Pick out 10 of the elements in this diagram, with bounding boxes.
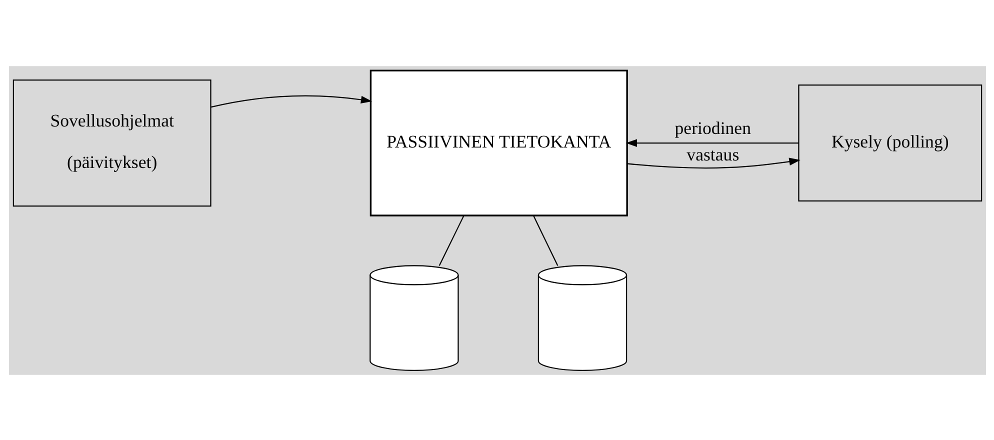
connector xyxy=(532,215,558,266)
arrow xyxy=(210,94,372,108)
arrow xyxy=(625,138,798,146)
arrow xyxy=(626,157,800,168)
node-box: Kysely (polling) xyxy=(798,84,982,202)
connector xyxy=(438,215,464,266)
edge-label: vastaus xyxy=(686,144,739,164)
node-box: Sovellusohjelmat (päivitykset) xyxy=(12,79,211,206)
edge-label: periodinen xyxy=(674,117,751,138)
node-box: PASSIIVINEN TIETOKANTA xyxy=(369,69,628,216)
